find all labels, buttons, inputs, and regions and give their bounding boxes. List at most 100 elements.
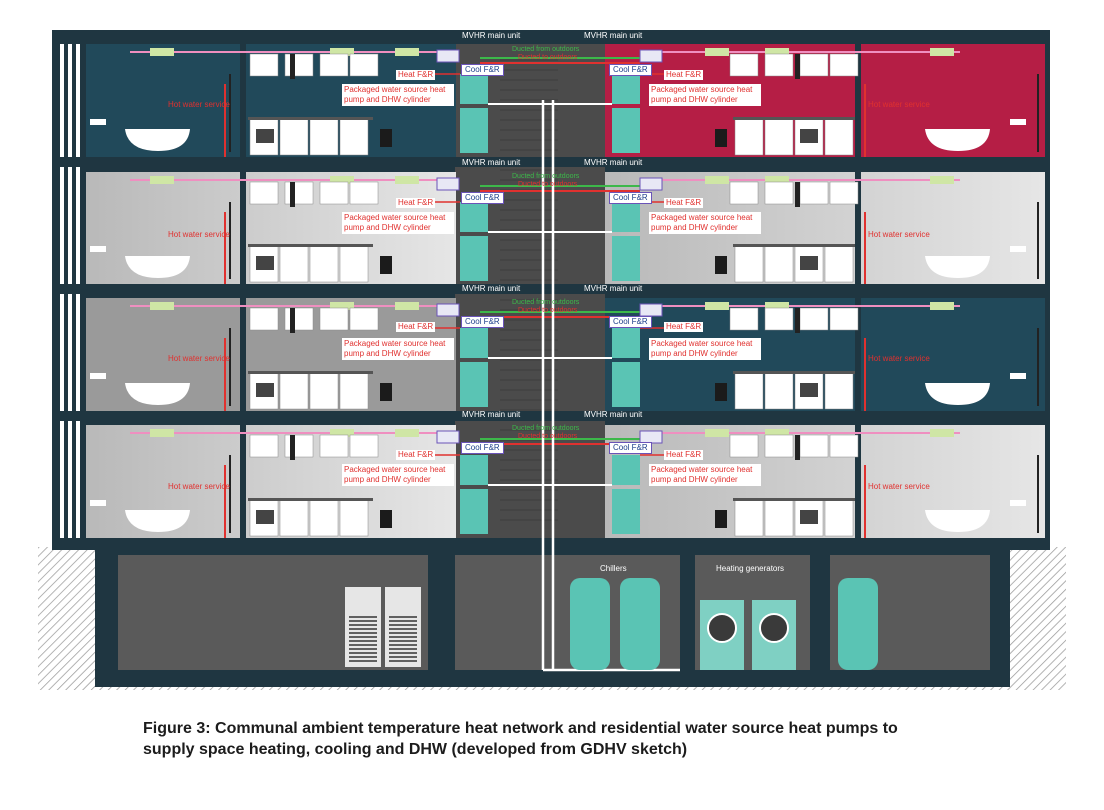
chair — [715, 129, 727, 147]
internal-wall — [240, 425, 246, 538]
kitchen-base-unit — [794, 118, 824, 156]
packaged-heat-pump-label-right: Packaged water source heat pump and DHW … — [649, 338, 761, 360]
cool-fr-label-right: Cool F&R — [609, 316, 652, 328]
chair — [380, 256, 392, 274]
basement-room — [118, 555, 428, 670]
packaged-heat-pump-label-right: Packaged water source heat pump and DHW … — [649, 464, 761, 486]
bathtub — [125, 510, 190, 532]
plant-rack — [385, 587, 421, 667]
ceiling-diffuser — [395, 48, 419, 56]
mvhr-unit — [639, 303, 663, 317]
kitchen-wall-cabinet — [764, 181, 794, 205]
mvhr-label-right: MVHR main unit — [584, 284, 643, 293]
mvhr-label-left: MVHR main unit — [462, 410, 521, 419]
wash-basin — [90, 373, 106, 379]
ceiling-diffuser — [765, 48, 789, 56]
dhw-cylinder — [612, 202, 640, 232]
heat-fr-label-left: Heat F&R — [396, 198, 436, 208]
cool-fr-label-right: Cool F&R — [609, 192, 652, 204]
mvhr-unit — [436, 430, 460, 444]
heat-fr-label-left: Heat F&R — [396, 322, 436, 332]
kitchen-wall-cabinet — [284, 434, 314, 458]
internal-wall — [855, 172, 861, 284]
ceiling-diffuser — [930, 302, 954, 310]
extractor-hood — [290, 182, 295, 207]
extractor-hood — [795, 435, 800, 460]
kitchen-wall-cabinet — [764, 53, 794, 77]
kitchen-base-unit — [339, 118, 369, 156]
cool-fr-label-right: Cool F&R — [609, 64, 652, 76]
worktop — [733, 498, 855, 501]
plant-rack — [345, 587, 381, 667]
wash-basin — [90, 500, 106, 506]
hot-water-service-label-right: Hot water service — [868, 100, 930, 109]
oven — [800, 383, 818, 397]
dhw-cylinder — [460, 328, 488, 358]
bathtub — [125, 129, 190, 151]
mvhr-label-left: MVHR main unit — [462, 284, 521, 293]
hot-water-service-label-right: Hot water service — [868, 482, 930, 491]
worktop — [733, 117, 855, 120]
mvhr-label-left: MVHR main unit — [462, 31, 521, 40]
ducted-from-outdoors-label: Ducted from outdoors — [512, 299, 580, 306]
kitchen-base-unit — [279, 372, 309, 410]
kitchen-base-unit — [339, 499, 369, 537]
mvhr-label-left: MVHR main unit — [462, 158, 521, 167]
kitchen-wall-cabinet — [764, 307, 794, 331]
heat-fr-label-right: Heat F&R — [664, 322, 704, 332]
ducted-from-outdoors-label: Ducted from outdoors — [512, 173, 580, 180]
generator-drum — [707, 613, 737, 643]
chair — [380, 383, 392, 401]
worktop — [248, 244, 373, 247]
packaged-heat-pump-label-left: Packaged water source heat pump and DHW … — [342, 212, 454, 234]
kitchen-wall-cabinet — [249, 53, 279, 77]
kitchen-wall-cabinet — [799, 307, 829, 331]
extractor-hood — [795, 182, 800, 207]
figure-caption: Figure 3: Communal ambient temperature h… — [143, 720, 898, 758]
kitchen-wall-cabinet — [349, 53, 379, 77]
dhw-cylinder — [460, 74, 488, 104]
hot-water-service-label-left: Hot water service — [168, 100, 230, 109]
extractor-hood — [290, 54, 295, 79]
ducted-to-outdoors-label: Ducted to outdoors — [518, 307, 578, 314]
heat-pump-unit — [612, 489, 640, 534]
floor-slab — [52, 157, 1050, 167]
extractor-hood — [290, 435, 295, 460]
kitchen-wall-cabinet — [349, 307, 379, 331]
hot-water-service-label-right: Hot water service — [868, 230, 930, 239]
internal-wall — [855, 298, 861, 411]
wash-basin — [1010, 119, 1026, 125]
ceiling-diffuser — [330, 302, 354, 310]
ceiling-diffuser — [765, 176, 789, 184]
kitchen-base-unit — [734, 499, 764, 537]
dhw-cylinder — [612, 74, 640, 104]
mvhr-label-right: MVHR main unit — [584, 31, 643, 40]
wash-basin — [1010, 373, 1026, 379]
packaged-heat-pump-label-right: Packaged water source heat pump and DHW … — [649, 84, 761, 106]
heat-pump-unit — [460, 489, 488, 534]
ceiling-diffuser — [150, 176, 174, 184]
ceiling-diffuser — [705, 176, 729, 184]
kitchen-base-unit — [824, 245, 854, 283]
mvhr-unit — [436, 49, 460, 63]
packaged-heat-pump-label-left: Packaged water source heat pump and DHW … — [342, 464, 454, 486]
wash-basin — [1010, 500, 1026, 506]
kitchen-base-unit — [734, 245, 764, 283]
heat-pump-unit — [612, 362, 640, 407]
floor-slab — [52, 411, 1050, 421]
worktop — [248, 498, 373, 501]
heat-fr-label-right: Heat F&R — [664, 198, 704, 208]
kitchen-base-unit — [734, 372, 764, 410]
worktop — [248, 117, 373, 120]
heating-generators-label: Heating generators — [716, 564, 785, 573]
ceiling-diffuser — [705, 429, 729, 437]
kitchen-base-unit — [764, 372, 794, 410]
kitchen-base-unit — [279, 245, 309, 283]
cool-fr-label-left: Cool F&R — [461, 64, 504, 76]
kitchen-wall-cabinet — [829, 53, 859, 77]
hot-water-service-label-left: Hot water service — [168, 230, 230, 239]
generator-drum — [759, 613, 789, 643]
kitchen-wall-cabinet — [729, 434, 759, 458]
cool-fr-label-left: Cool F&R — [461, 442, 504, 454]
